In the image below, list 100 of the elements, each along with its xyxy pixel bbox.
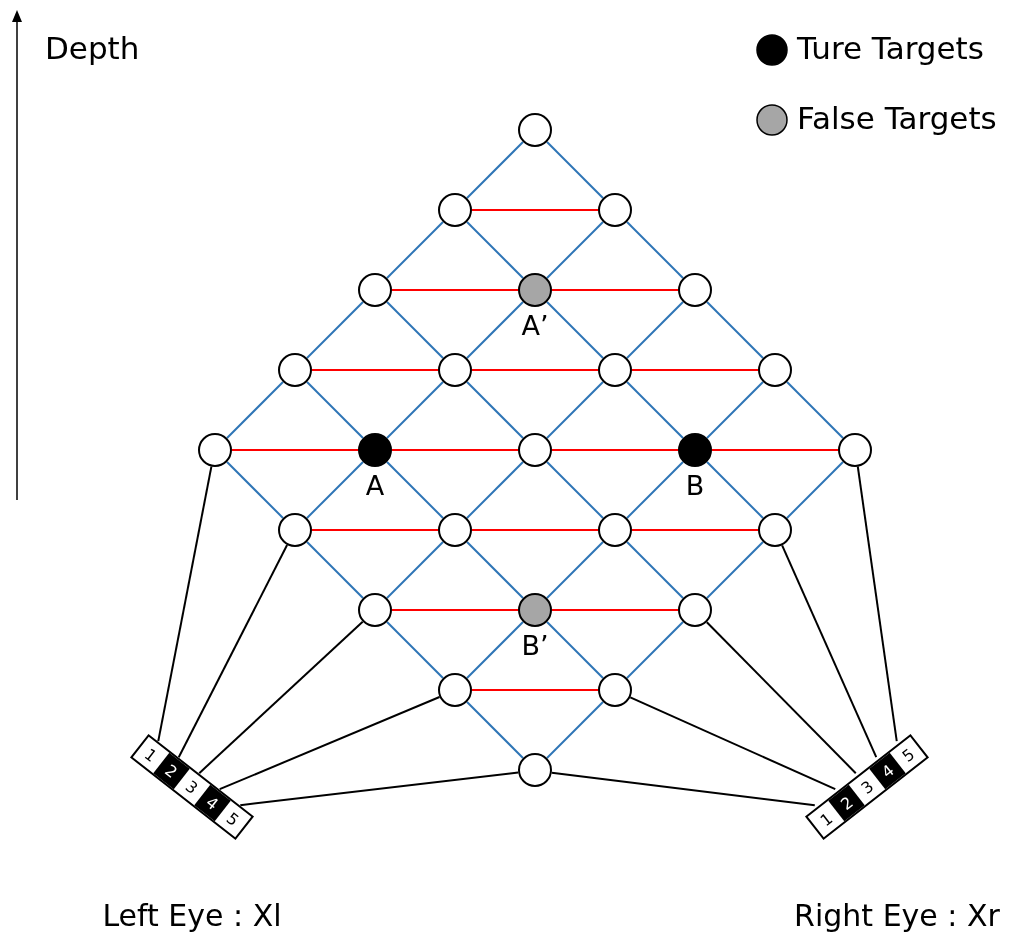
connector-line (629, 696, 837, 791)
connector-line (705, 621, 857, 775)
connector-line (466, 301, 524, 359)
connector-line (471, 209, 599, 211)
connector-line (546, 221, 604, 279)
connector-line (706, 381, 764, 439)
node-circle (278, 353, 312, 387)
connector-line (386, 301, 444, 359)
connector-line (626, 301, 684, 359)
node-circle (198, 433, 232, 467)
connector-line (391, 449, 519, 451)
connector-line (386, 461, 444, 519)
connector-line (626, 381, 684, 439)
connector-line (786, 381, 844, 439)
connector-line (626, 461, 684, 519)
node-circle (758, 513, 792, 547)
point-label: B’ (521, 630, 549, 661)
node-circle (838, 433, 872, 467)
node-circle (438, 193, 472, 227)
connector-line (386, 221, 444, 279)
connector-line (386, 541, 444, 599)
connector-line (306, 301, 364, 359)
connector-line (471, 529, 599, 531)
connector-line (551, 609, 679, 611)
connector-line (471, 689, 599, 691)
connector-line (177, 544, 289, 759)
node-circle (358, 433, 392, 467)
connector-line (306, 541, 364, 599)
node-circle (598, 353, 632, 387)
connector-line (391, 289, 519, 291)
connector-line (706, 301, 764, 359)
node-circle (438, 353, 472, 387)
point-label: A (365, 470, 385, 501)
node-circle (358, 593, 392, 627)
node-circle (438, 513, 472, 547)
connector-line (626, 221, 684, 279)
connector-line (546, 461, 604, 519)
connector-line (781, 544, 878, 759)
connector-line (218, 696, 441, 791)
connector-line (626, 621, 684, 679)
connector-line (546, 141, 604, 199)
connector-line (856, 465, 898, 743)
connector-line (239, 771, 520, 807)
connector-line (550, 771, 816, 807)
connector-line (157, 465, 213, 743)
connector-line (546, 541, 604, 599)
connector-line (466, 541, 524, 599)
node-circle (598, 673, 632, 707)
legend-text: Ture Targets (797, 30, 984, 66)
connector-line (466, 701, 524, 759)
axis-label: Depth (45, 30, 140, 66)
node-circle (598, 193, 632, 227)
node-circle (278, 513, 312, 547)
connector-line (226, 461, 284, 519)
connector-line (706, 461, 764, 519)
connector-line (546, 701, 604, 759)
connector-line (466, 381, 524, 439)
connector-line (546, 301, 604, 359)
node-circle (518, 753, 552, 787)
connector-line (386, 621, 444, 679)
connector-line (306, 461, 364, 519)
node-circle (678, 433, 712, 467)
connector-line (546, 621, 604, 679)
connector-line (551, 289, 679, 291)
connector-line (706, 541, 764, 599)
node-circle (758, 353, 792, 387)
connector-line (311, 369, 439, 371)
connector-line (306, 381, 364, 439)
eye-label: Left Eye : Xl (102, 897, 282, 933)
connector-line (466, 621, 524, 679)
connector-line (466, 461, 524, 519)
node-circle (518, 113, 552, 147)
connector-line (311, 529, 439, 531)
node-circle (678, 273, 712, 307)
connector-line (631, 529, 759, 531)
legend-text: False Targets (797, 100, 997, 136)
eye-label: Right Eye : Xr (794, 897, 1000, 933)
connector-line (386, 381, 444, 439)
connector-line (198, 620, 364, 775)
connector-line (631, 369, 759, 371)
connector-line (711, 449, 839, 451)
node-circle (598, 513, 632, 547)
connector-line (231, 449, 359, 451)
connector-line (551, 449, 679, 451)
node-circle (518, 433, 552, 467)
connector-line (786, 461, 844, 519)
point-label: A’ (521, 310, 549, 341)
connector-line (626, 541, 684, 599)
node-circle (678, 593, 712, 627)
connector-line (466, 141, 524, 199)
connector-line (471, 369, 599, 371)
connector-line (546, 381, 604, 439)
node-circle (518, 593, 552, 627)
connector-line (466, 221, 524, 279)
point-label: B (685, 470, 705, 501)
node-circle (518, 273, 552, 307)
node-circle (358, 273, 392, 307)
node-circle (438, 673, 472, 707)
connector-line (226, 381, 284, 439)
connector-line (391, 609, 519, 611)
